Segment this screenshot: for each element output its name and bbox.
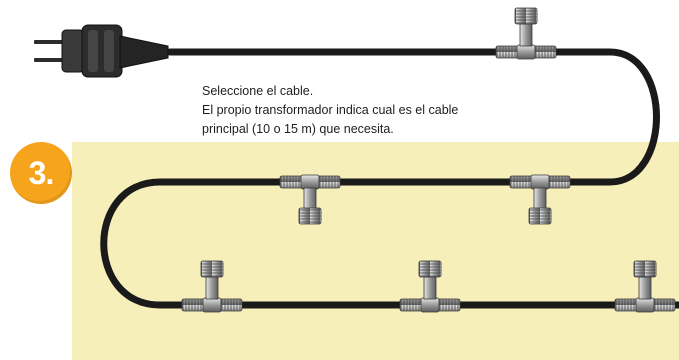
t-connector-icon — [399, 260, 461, 313]
step-badge: 3. — [10, 142, 72, 204]
instruction-text: Seleccione el cable. El propio transform… — [202, 82, 582, 139]
background-panel — [72, 142, 679, 360]
t-connector-icon — [614, 260, 676, 313]
t-connector-icon — [495, 7, 557, 60]
instruction-line: El propio transformador indica cual es e… — [202, 103, 459, 117]
t-connector-icon — [509, 174, 571, 225]
cable — [100, 48, 679, 309]
t-connector-icon — [181, 260, 243, 313]
power-plug-icon — [34, 24, 169, 78]
instruction-line: Seleccione el cable. — [202, 84, 314, 98]
step-number: 3. — [28, 155, 55, 191]
t-connector-icon — [279, 174, 341, 225]
instruction-line: principal (10 o 15 m) que necesita. — [202, 122, 394, 136]
